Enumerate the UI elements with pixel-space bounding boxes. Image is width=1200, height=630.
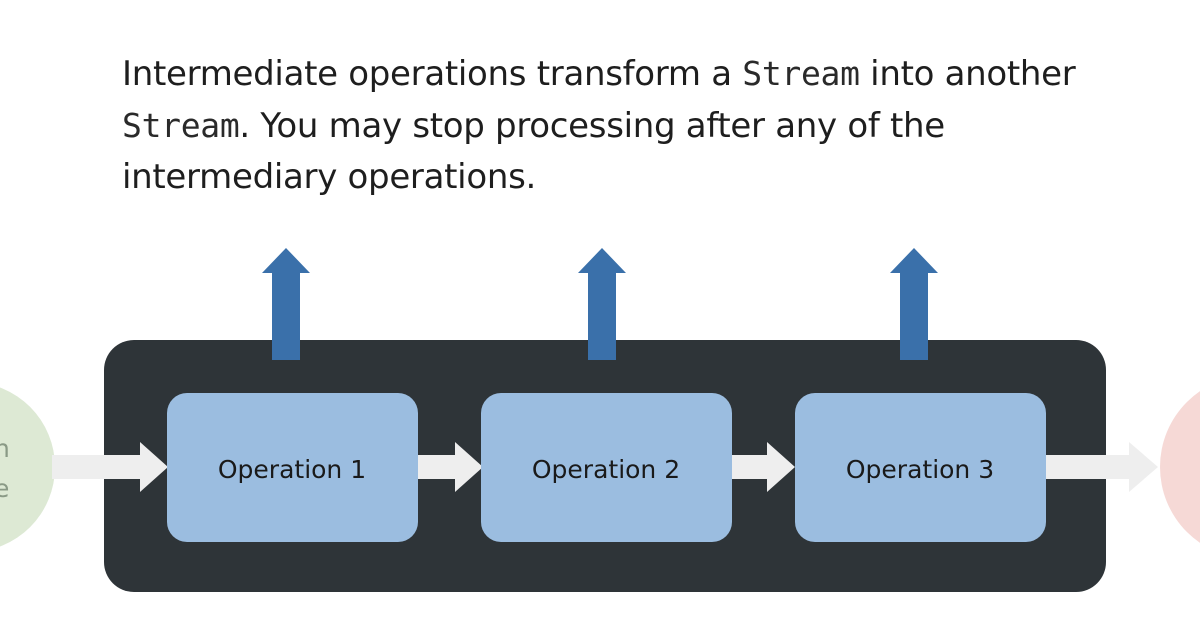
source-label-fragment: n: [0, 434, 10, 463]
caption-code-stream-1: Stream: [742, 54, 860, 93]
flow-arrow-1-2: [417, 442, 483, 492]
operation-label-3: Operation 3: [846, 455, 994, 484]
up-arrow-3: [890, 248, 938, 360]
flow-arrow-output: [1045, 442, 1158, 492]
operation-box-2: Operation 2: [481, 393, 732, 542]
source-label-fragment-2: e: [0, 474, 9, 503]
up-arrow-2: [578, 248, 626, 360]
caption-text-1: Intermediate operations transform a: [122, 54, 743, 94]
operation-label-2: Operation 2: [532, 455, 680, 484]
flow-arrow-2-3: [731, 442, 795, 492]
sink-circle: [1160, 391, 1200, 543]
caption-text-3: . You may stop processing after any of t…: [122, 106, 945, 197]
diagram-caption: Intermediate operations transform a Stre…: [122, 48, 1102, 203]
operation-label-1: Operation 1: [218, 455, 366, 484]
operation-box-1: Operation 1: [167, 393, 418, 542]
caption-text-2: into another: [859, 54, 1076, 94]
up-arrow-1: [262, 248, 310, 360]
source-circle: [0, 387, 55, 547]
flow-arrow-input: [52, 442, 168, 492]
caption-code-stream-2: Stream: [122, 106, 240, 145]
operation-box-3: Operation 3: [795, 393, 1046, 542]
